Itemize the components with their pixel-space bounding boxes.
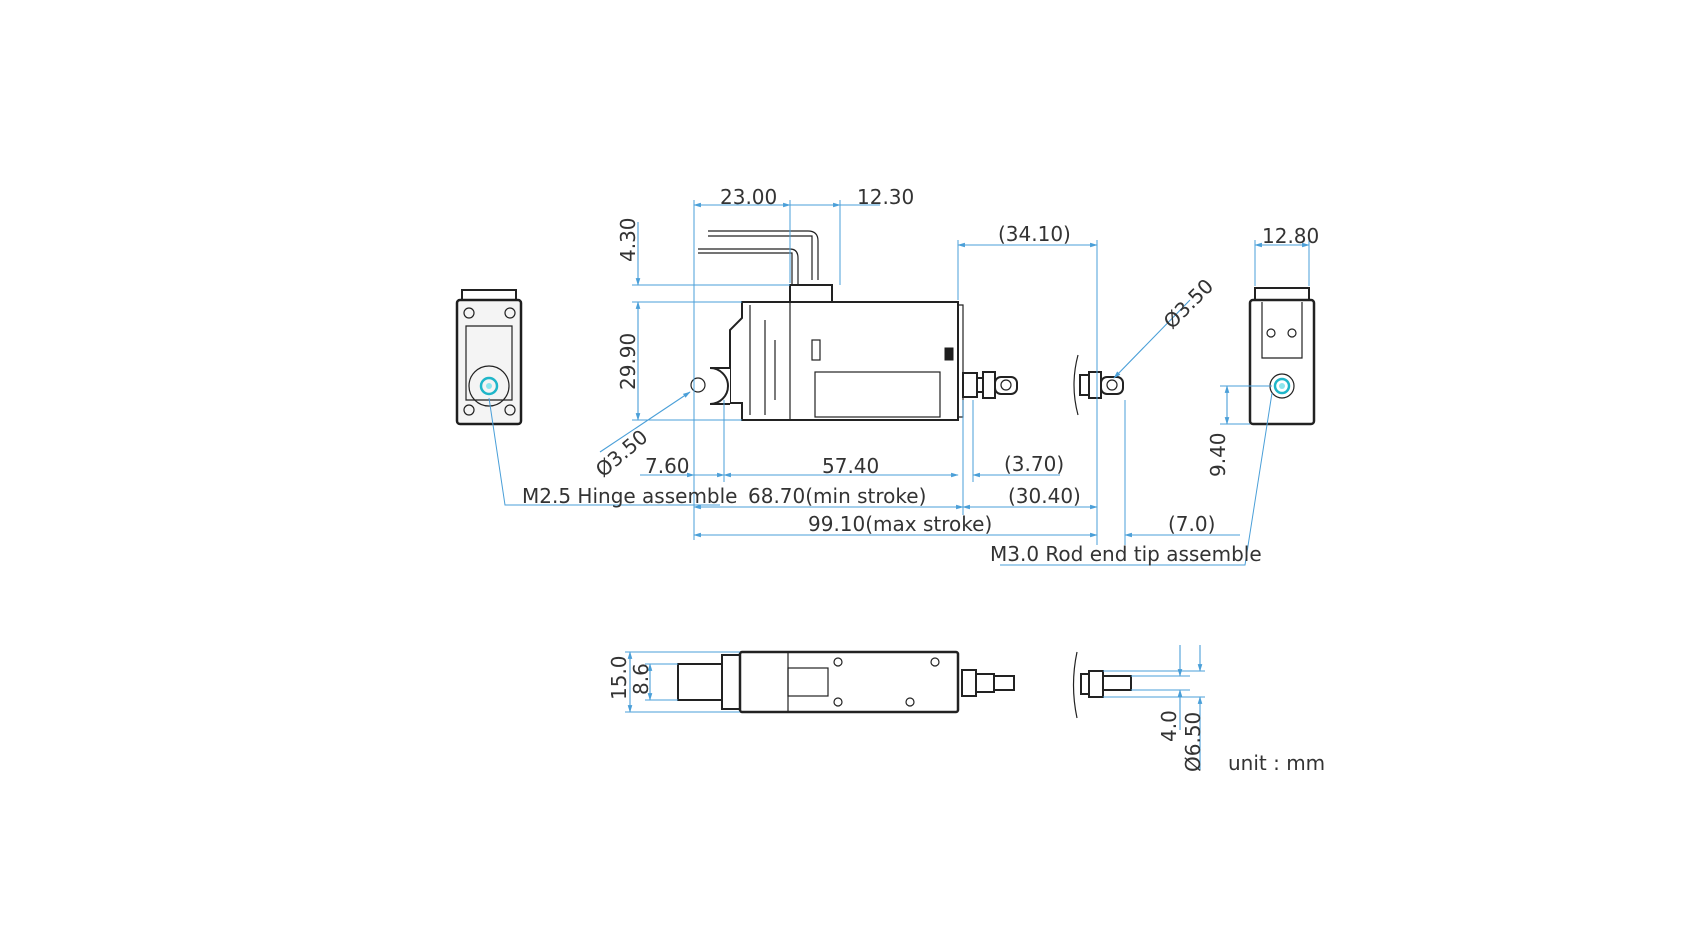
dim-4-30: 4.30: [616, 217, 640, 262]
dim-8-6: 8.6: [629, 663, 653, 695]
dim-15-0: 15.0: [607, 655, 631, 700]
dimension-lines: [488, 200, 1310, 770]
rod-end-tip: [1073, 354, 1124, 416]
labels: M2.5 Hinge assemble M3.0 Rod end tip ass…: [522, 484, 1325, 775]
dim-23-00: 23.00: [720, 185, 777, 209]
dim-30-40: (30.40): [1008, 484, 1081, 508]
right-end-view: [1248, 287, 1316, 426]
actuator-side-view: [690, 230, 1018, 421]
rod-end-label: M3.0 Rod end tip assemble: [990, 542, 1262, 566]
dim-7-0: (7.0): [1168, 512, 1215, 536]
dim-6-50: Ø6.50: [1181, 712, 1205, 772]
unit-label: unit : mm: [1228, 751, 1325, 775]
dim-12-30: 12.30: [857, 185, 914, 209]
dim-9-40: 9.40: [1206, 432, 1230, 477]
hinge-label: M2.5 Hinge assemble: [522, 484, 738, 508]
dim-12-80: 12.80: [1262, 224, 1319, 248]
dim-7-60: 7.60: [645, 454, 690, 478]
actuator-top-view: [677, 650, 1015, 714]
dim-29-90: 29.90: [616, 333, 640, 390]
dim-57-40: 57.40: [822, 454, 879, 478]
dim-hinge-dia: Ø3.50: [591, 425, 653, 482]
dim-34-10: (34.10): [998, 222, 1071, 246]
dim-99-10: 99.10(max stroke): [808, 512, 992, 536]
rod-end-top-view: [1072, 651, 1132, 719]
dim-rod-dia: Ø3.50: [1159, 274, 1219, 334]
dim-3-70: (3.70): [1004, 452, 1064, 476]
dim-68-70: 68.70(min stroke): [748, 484, 926, 508]
dim-4-0: 4.0: [1157, 710, 1181, 742]
left-end-view: [455, 289, 523, 426]
